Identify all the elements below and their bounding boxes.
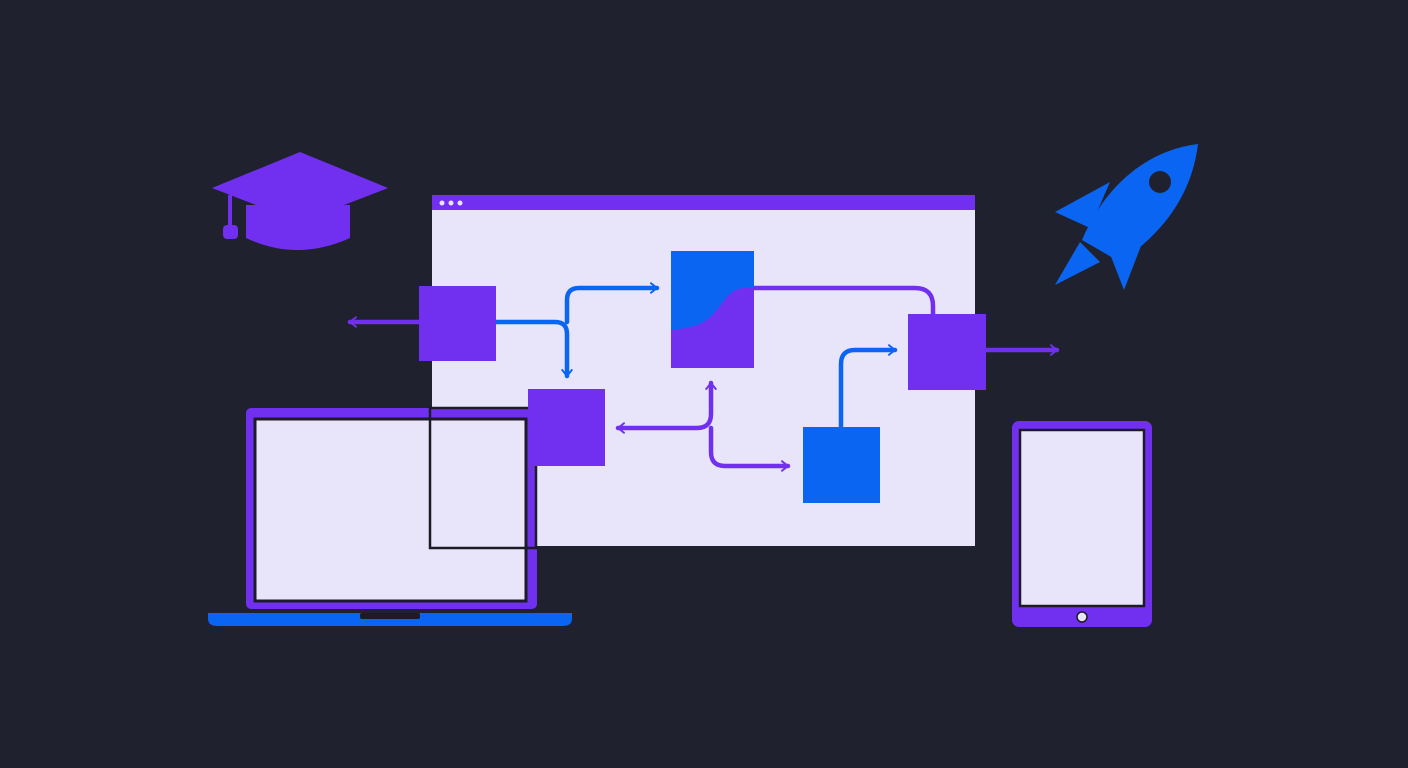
arrow-to-bottom-right bbox=[708, 425, 791, 472]
laptop-screen bbox=[253, 417, 528, 603]
arrow-left-to-low bbox=[493, 319, 573, 379]
graduation-cap-icon bbox=[212, 152, 388, 250]
link-top-to-right bbox=[742, 285, 936, 317]
arrow-to-right bbox=[838, 344, 898, 430]
tablet-home-button bbox=[1076, 611, 1088, 623]
window-dot bbox=[448, 200, 454, 206]
arrow-low-to-top bbox=[615, 380, 717, 434]
node-center-low bbox=[528, 389, 605, 466]
connectors bbox=[347, 282, 1060, 472]
node-left bbox=[419, 286, 496, 361]
node-top bbox=[671, 251, 754, 368]
window-dot bbox=[439, 200, 445, 206]
arrow-to-top bbox=[564, 282, 660, 325]
laptop-notch bbox=[360, 613, 420, 619]
overlap-outline bbox=[428, 406, 538, 550]
laptop-icon bbox=[208, 408, 572, 626]
flow-nodes bbox=[419, 251, 986, 503]
tablet-screen bbox=[1018, 428, 1146, 608]
node-bottom-right bbox=[803, 427, 880, 503]
window-dot bbox=[457, 200, 463, 206]
tablet-icon bbox=[1012, 421, 1152, 627]
window-title-bar bbox=[432, 195, 975, 210]
node-right bbox=[908, 314, 986, 390]
rocket-icon bbox=[1055, 144, 1198, 290]
laptop-base bbox=[208, 613, 572, 626]
